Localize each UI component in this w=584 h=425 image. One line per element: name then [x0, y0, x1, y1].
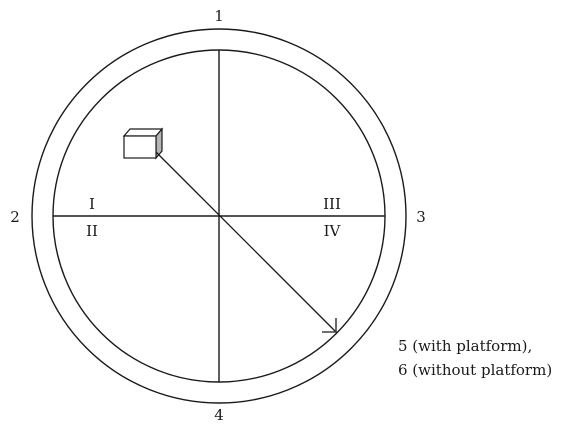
- outer-pool-ring: [31, 28, 407, 404]
- position-label-bottom: 4: [214, 406, 224, 424]
- quadrant-label-upper-left: I: [89, 195, 95, 213]
- position-label-right: 3: [416, 208, 426, 226]
- quadrant-label-upper-right: III: [323, 195, 341, 213]
- note-line-with-platform: 5 (with platform),: [398, 337, 532, 355]
- platform-cube: [122, 127, 164, 160]
- swim-path-arrow: [155, 151, 337, 333]
- quadrant-label-lower-left: II: [86, 222, 98, 240]
- position-label-top: 1: [214, 7, 224, 25]
- position-label-left: 2: [10, 208, 20, 226]
- note-line-without-platform: 6 (without platform): [398, 361, 552, 379]
- quadrant-label-lower-right: IV: [324, 222, 342, 240]
